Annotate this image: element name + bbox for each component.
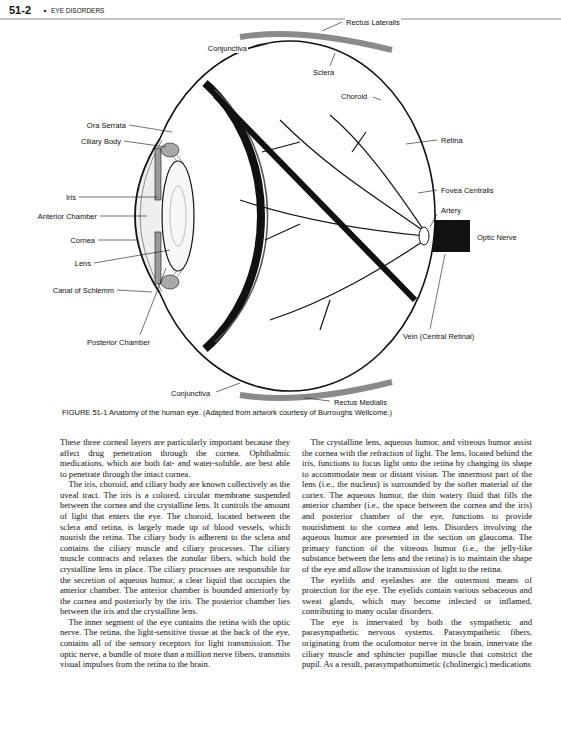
part-label: Conjunctiva <box>170 389 211 398</box>
part-label: Anterior Chamber <box>37 212 98 221</box>
body-paragraph: The iris, choroid, and ciliary body are … <box>60 479 290 617</box>
part-label: Conjunctiva <box>207 44 248 53</box>
body-paragraph: These three corneal layers are particula… <box>60 437 290 479</box>
sclera-outline <box>160 41 435 391</box>
retinal-vessels <box>240 115 425 330</box>
header-rule <box>0 19 561 20</box>
running-head: EYE DISORDERS <box>50 7 105 16</box>
part-label: Posterior Chamber <box>86 338 151 347</box>
header-bullet <box>44 10 47 13</box>
body-paragraph: The eyelids and eyelashes are the outerm… <box>302 575 532 617</box>
text-column: The crystalline lens, aqueous humor, and… <box>302 437 532 670</box>
body-paragraph: The inner segment of the eye contains th… <box>60 617 290 670</box>
part-label: Retina <box>440 136 464 145</box>
part-label: Rectus Lateralis <box>345 18 401 27</box>
part-label: Choroid <box>340 92 368 101</box>
part-label: Vein (Central Retinal) <box>402 332 475 341</box>
body-paragraph: The eye is innervated by both the sympat… <box>302 617 532 670</box>
part-label: Ora Serrata <box>86 121 127 130</box>
choroid <box>205 83 261 349</box>
section-edge <box>215 95 415 300</box>
text-column: These three corneal layers are particula… <box>60 437 290 670</box>
iris <box>155 148 161 200</box>
lens-nucleus <box>170 186 186 246</box>
ciliary-body <box>161 275 179 289</box>
part-label: Cornea <box>69 236 96 245</box>
page-number: 51-2 <box>8 4 32 17</box>
part-label: Rectus Medialis <box>333 398 388 407</box>
ciliary-body <box>161 143 179 157</box>
part-label: Iris <box>65 193 77 202</box>
part-label: Canal of Schlemm <box>52 286 115 295</box>
leader-lines <box>79 22 445 401</box>
optic-disc <box>419 227 429 245</box>
part-label: Lens <box>74 259 92 268</box>
part-label: Optic Nerve <box>476 233 518 242</box>
iris <box>155 232 161 284</box>
retina <box>215 90 268 342</box>
body-paragraph: The crystalline lens, aqueous humor, and… <box>302 437 532 575</box>
part-label: Fovea Centralis <box>440 186 495 195</box>
part-label: Ciliary Body <box>80 137 122 146</box>
part-label: Artery <box>440 206 462 215</box>
lens <box>162 161 194 271</box>
figure-caption: FIGURE 51-1 Anatomy of the human eye. (A… <box>62 408 542 417</box>
part-label: Sclera <box>312 68 335 77</box>
